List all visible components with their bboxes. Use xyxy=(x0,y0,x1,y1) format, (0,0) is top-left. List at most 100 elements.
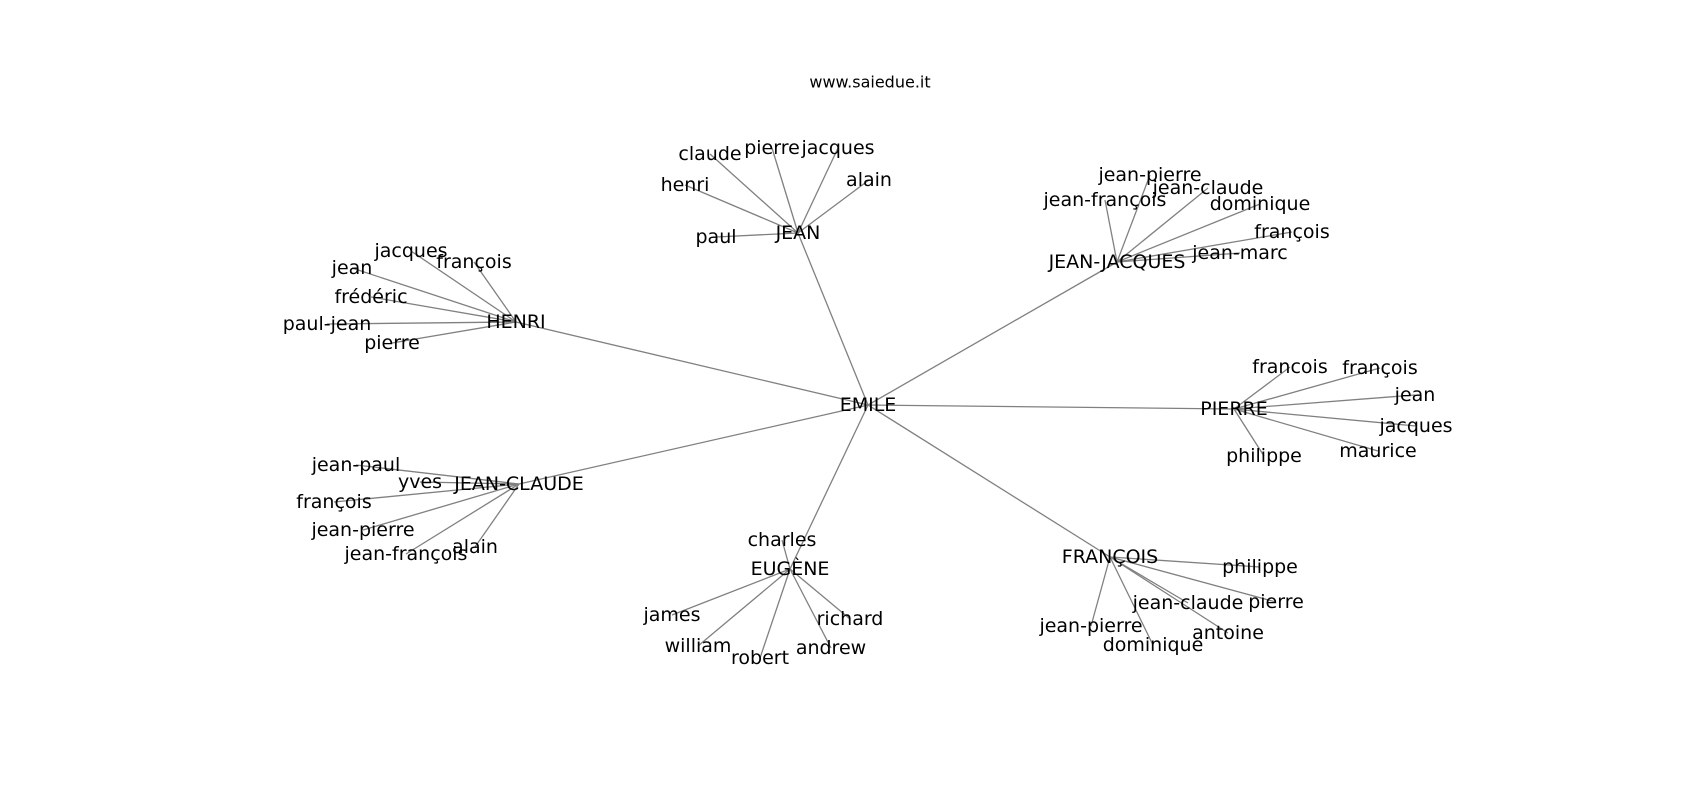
leaf-node-label: maurice xyxy=(1339,440,1416,462)
leaf-node-label: pierre xyxy=(364,332,420,354)
leaf-node-label: pierre xyxy=(744,137,800,159)
leaf-node-label: jean-claude xyxy=(1152,177,1264,199)
edge-hub-to-leaf xyxy=(789,568,832,649)
leaf-node-label: jean-françois xyxy=(344,543,468,565)
edge-hub-to-leaf xyxy=(1116,231,1293,263)
edge-hub-to-leaf xyxy=(781,539,791,570)
hub-node-label: JEAN xyxy=(775,222,821,244)
edge-hub-to-leaf xyxy=(326,321,517,325)
edge-hub-to-leaf xyxy=(1109,556,1261,568)
edge-center-to-hub xyxy=(789,404,869,570)
edge-center-to-hub xyxy=(867,261,1118,406)
edge-hub-to-leaf xyxy=(797,179,870,234)
edge-hub-to-leaf xyxy=(1233,366,1291,410)
leaf-node-label: richard xyxy=(817,608,884,630)
edge-center-to-hub xyxy=(518,404,869,485)
edge-hub-to-leaf xyxy=(473,261,517,323)
leaf-node-label: pierre xyxy=(1248,591,1304,613)
leaf-node-label: robert xyxy=(731,647,789,669)
edge-center-to-hub xyxy=(867,404,1235,410)
leaf-node-label: jean-pierre xyxy=(310,519,414,541)
leaf-node-label: philippe xyxy=(1222,556,1298,578)
hub-node-label: FRANÇOIS xyxy=(1062,546,1158,568)
leaf-node-label: dominique xyxy=(1103,634,1204,656)
edge-hub-to-leaf xyxy=(1109,556,1229,634)
leaf-node-label: jean-françois xyxy=(1043,189,1167,211)
leaf-node-label: françois xyxy=(436,251,511,273)
edge-hub-to-leaf xyxy=(1104,199,1118,263)
edge-hub-to-leaf xyxy=(410,250,517,323)
edge-hub-to-leaf xyxy=(1090,556,1111,627)
leaf-node-label: frédéric xyxy=(334,286,407,308)
leaf-node-label: jean xyxy=(1394,384,1436,406)
edge-hub-to-leaf xyxy=(1233,408,1417,427)
leaf-node-label: yves xyxy=(398,471,442,493)
edge-hub-to-leaf xyxy=(797,147,839,234)
edge-hub-to-leaf xyxy=(771,147,799,234)
edge-hub-to-leaf xyxy=(1109,556,1277,603)
edge-hub-to-leaf xyxy=(391,321,517,344)
edge-hub-to-leaf xyxy=(1116,174,1151,263)
edge-hub-to-leaf xyxy=(355,464,520,485)
leaf-node-label: dominique xyxy=(1210,193,1311,215)
leaf-node-label: jacques xyxy=(800,137,874,159)
hub-node-label: EUGÈNE xyxy=(751,557,830,580)
leaf-node-label: william xyxy=(665,635,732,657)
edge-hub-to-leaf xyxy=(1233,408,1379,452)
hub-node-label: JEAN-JACQUES xyxy=(1048,251,1186,273)
edge-center-to-hub xyxy=(867,404,1111,558)
edge-hub-to-leaf xyxy=(1233,367,1381,410)
edge-hub-to-leaf xyxy=(1233,394,1416,410)
leaf-node-label: jean xyxy=(331,257,373,279)
leaf-node-label: jean-pierre xyxy=(1097,164,1201,186)
leaf-node-label: james xyxy=(642,604,700,626)
source-watermark: www.saiedue.it xyxy=(809,73,930,92)
edge-hub-to-leaf xyxy=(474,483,520,548)
edge-hub-to-leaf xyxy=(419,481,520,485)
edge-hub-to-leaf xyxy=(405,483,520,555)
hub-node-label: PIERRE xyxy=(1200,398,1267,420)
edge-hub-to-leaf xyxy=(1116,252,1241,263)
leaf-node-label: philippe xyxy=(1226,445,1302,467)
edge-hub-to-leaf xyxy=(1233,408,1265,457)
edge-hub-to-leaf xyxy=(333,483,520,503)
edge-hub-to-leaf xyxy=(351,267,517,323)
leaf-node-label: alain xyxy=(846,169,892,191)
edge-hub-to-leaf xyxy=(697,568,791,647)
leaf-node-label: jean-paul xyxy=(311,454,401,476)
edge-hub-to-leaf xyxy=(715,232,799,238)
edge-center-to-hub xyxy=(797,232,869,406)
leaf-node-label: paul xyxy=(695,226,736,248)
edge-hub-to-leaf xyxy=(1109,556,1154,646)
leaf-node-label: françois xyxy=(296,491,371,513)
leaf-node-label: jean-marc xyxy=(1191,242,1288,264)
edge-hub-to-leaf xyxy=(370,296,517,323)
hub-node-label: HENRI xyxy=(486,311,545,333)
edge-center-to-hub xyxy=(515,321,869,406)
leaf-node-label: jean-claude xyxy=(1132,592,1244,614)
edge-hub-to-leaf xyxy=(1116,203,1261,263)
leaf-node-label: charles xyxy=(748,529,817,551)
leaf-node-label: jacques xyxy=(1378,415,1452,437)
leaf-node-label: jean-pierre xyxy=(1038,615,1142,637)
leaf-node-label: jacques xyxy=(373,240,447,262)
edge-hub-to-leaf xyxy=(1116,187,1209,263)
leaf-node-label: françois xyxy=(1342,357,1417,379)
leaf-node-label: antoine xyxy=(1192,622,1264,644)
hub-node-label: JEAN-CLAUDE xyxy=(453,473,584,495)
edge-hub-to-leaf xyxy=(789,568,851,620)
leaf-node-label: henri xyxy=(661,174,710,196)
leaf-node-label: paul-jean xyxy=(283,313,372,335)
edge-hub-to-leaf xyxy=(671,568,791,616)
leaf-node-label: claude xyxy=(678,143,741,165)
leaf-node-label: francois xyxy=(1252,356,1327,378)
leaf-node-label: alain xyxy=(452,536,498,558)
leaf-node-label: andrew xyxy=(796,637,866,659)
leaf-node-label: françois xyxy=(1254,221,1329,243)
edge-hub-to-leaf xyxy=(684,184,799,234)
edge-hub-to-leaf xyxy=(759,568,791,659)
edge-hub-to-leaf xyxy=(362,483,520,531)
edges-layer xyxy=(326,147,1417,659)
